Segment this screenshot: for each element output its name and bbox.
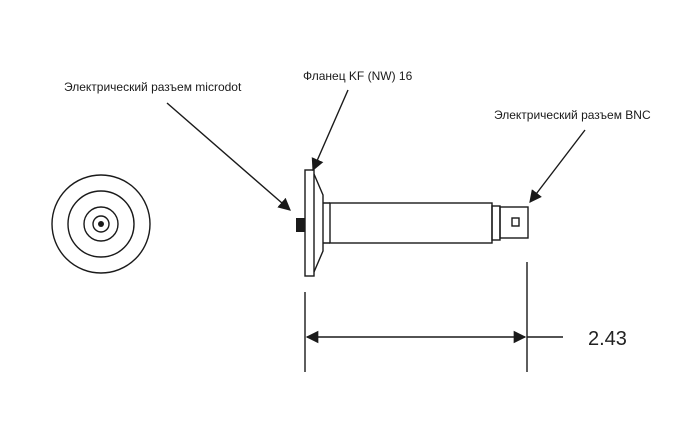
leader-lines bbox=[166, 89, 586, 211]
flange-leader bbox=[311, 89, 349, 172]
tube-body bbox=[329, 202, 493, 244]
flange-neck bbox=[323, 202, 330, 244]
flange-taper bbox=[313, 173, 324, 273]
end-view-outer-ring bbox=[51, 174, 151, 274]
end-view-inner-ring bbox=[83, 206, 119, 242]
end-view bbox=[51, 174, 151, 274]
microdot-connector-label: Электрический разъем microdot bbox=[64, 80, 242, 94]
end-view-pin bbox=[98, 221, 104, 227]
dimension-annotation bbox=[304, 262, 563, 372]
flange-label: Фланец KF (NW) 16 bbox=[303, 69, 413, 83]
flange-plate bbox=[304, 169, 315, 277]
tube-collar bbox=[491, 205, 501, 241]
microdot-leader bbox=[166, 102, 291, 211]
dimension-value: 2.43 bbox=[588, 328, 627, 350]
side-view bbox=[296, 169, 529, 277]
bnc-leader bbox=[529, 129, 586, 204]
bnc-pin bbox=[511, 217, 520, 227]
bnc-connector-label: Электрический разъем BNC bbox=[494, 108, 651, 122]
bnc-connector bbox=[499, 206, 529, 239]
end-view-middle-ring bbox=[67, 190, 135, 258]
microdot-connector bbox=[296, 218, 305, 232]
end-view-pin-ring bbox=[92, 215, 110, 233]
